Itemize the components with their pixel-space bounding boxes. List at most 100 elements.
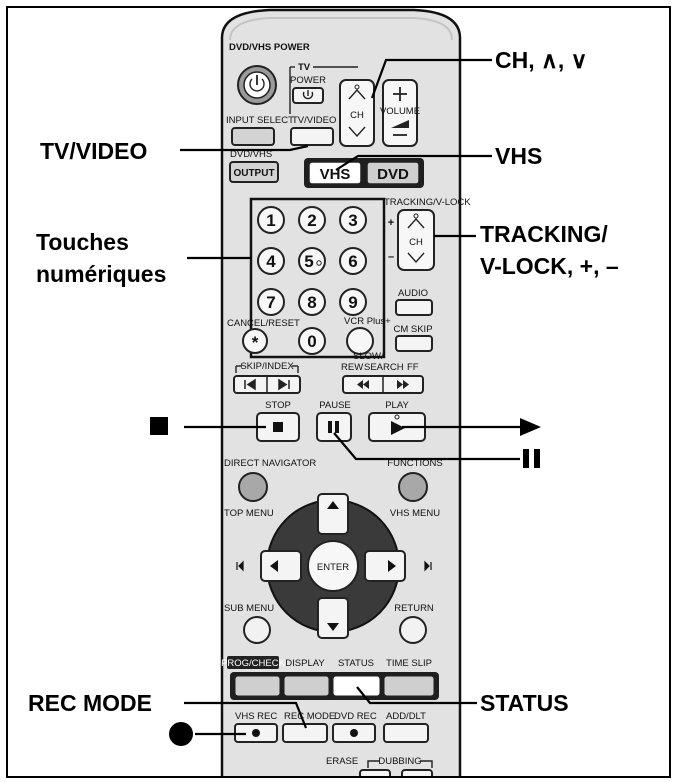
cancel-button[interactable]: * [242,328,268,354]
status-button[interactable] [332,675,381,697]
dpad-right[interactable] [364,550,406,582]
digit-key-6[interactable]: 6 [339,247,367,275]
return-button[interactable] [399,616,427,644]
display-button[interactable] [283,675,330,697]
functions-label: FUNCTIONS [387,458,442,469]
dpad-up[interactable] [317,493,349,535]
leader-ch [370,58,492,99]
play-label: PLAY [385,400,409,411]
callout-tv-video: TV/VIDEO [40,138,147,164]
vhs-button[interactable]: VHS [308,161,362,185]
direct-navigator-button[interactable] [238,472,268,502]
play-symbol [520,418,541,436]
dvd-vhs-label: DVD/VHS [230,149,272,160]
enter-button[interactable]: ENTER [307,540,359,592]
leader-tv-video [180,144,309,152]
digit-key-3[interactable]: 3 [339,206,367,234]
pause-label: PAUSE [319,400,351,411]
vcr-plus-button[interactable] [346,327,374,355]
callout-numeric-line2: numériques [36,261,166,287]
digit-key-1[interactable]: 1 [257,206,285,234]
dvd-rec-label: DVD REC [334,711,377,722]
prog-check-label: PROG/CHECK [221,658,286,669]
dubbing-label: DUBBING [378,756,421,767]
search-label: SEARCH [364,362,404,373]
digit-key-4[interactable]: 4 [257,247,285,275]
add-dlt-button[interactable] [383,723,429,743]
input-select-label: INPUT SELECT [226,115,294,126]
svg-text:*: * [252,333,259,352]
volume-rocker[interactable]: VOLUME [380,79,420,147]
return-label: RETURN [394,603,434,614]
digit-key-0[interactable]: 0 [298,327,326,355]
pause-symbol-bar-right [534,449,540,468]
leader-pause [333,432,520,461]
digit-key-8[interactable]: 8 [298,288,326,316]
status-label: STATUS [338,658,374,669]
skip-buttons[interactable] [233,375,301,394]
svg-text:–: – [388,251,394,263]
callout-tracking-line2: V-LOCK, +, – [480,253,619,279]
tv-channel-rocker[interactable]: CH [339,79,375,147]
sub-menu-button[interactable] [243,616,271,644]
step-back-icon [236,560,244,572]
numeric-keypad-frame [249,197,386,359]
stop-symbol [150,417,168,435]
svg-text:9: 9 [348,293,357,312]
prog-check-button[interactable] [234,675,281,697]
svg-text:4: 4 [266,252,276,271]
ff-label: FF [407,362,419,373]
input-select-button[interactable] [231,127,275,146]
svg-text:7: 7 [266,293,275,312]
svg-text:2: 2 [307,211,316,230]
dvd-rec-button[interactable] [332,723,376,743]
tv-label: TV [298,62,311,73]
rew-ff-buttons[interactable] [342,375,424,394]
vhs-rec-label: VHS REC [235,711,277,722]
tv-power-button[interactable] [292,87,324,104]
dvd-button[interactable]: DVD [366,161,420,185]
time-slip-button[interactable] [383,675,435,697]
callout-rec-mode: REC MODE [28,690,152,716]
functions-button[interactable] [398,472,428,502]
prog-check-badge [227,656,279,669]
stop-label: STOP [265,400,291,411]
time-slip-label: TIME SLIP [386,658,432,669]
tv-video-button[interactable] [290,127,334,146]
svg-text:6: 6 [348,252,357,271]
dpad-down[interactable] [317,597,349,639]
digit-key-5[interactable]: 5 [298,247,326,275]
power-button[interactable] [237,65,277,105]
volume-label: VOLUME [380,106,420,117]
dpad-left[interactable] [260,550,302,582]
digit-key-2[interactable]: 2 [298,206,326,234]
direct-navigator-label: DIRECT NAVIGATOR [224,458,316,469]
play-button[interactable] [368,412,426,442]
digit-key-7[interactable]: 7 [257,288,285,316]
display-label: DISPLAY [285,658,325,669]
callout-tracking-line1: TRACKING/ [480,221,608,247]
output-button[interactable]: OUTPUT [229,161,279,183]
vhs-menu-label: VHS MENU [390,508,440,519]
digit-key-9[interactable]: 9 [339,288,367,316]
remote-diagram: DVD/VHS POWER TV POWER CH VOLUME INPUT S… [28,8,619,778]
record-symbol [169,722,193,746]
sub-menu-label: SUB MENU [224,603,274,614]
cancel-label: CANCEL/RESET [227,318,300,329]
audio-button[interactable] [395,299,433,316]
skip-index-label: SKIP/INDEX [240,361,294,372]
add-dlt-label: ADD/DLT [386,711,426,722]
erase-label: ERASE [326,756,358,767]
figure-frame: DVD/VHS POWER TV POWER CH VOLUME INPUT S… [6,6,671,778]
power-label: DVD/VHS POWER [229,42,310,53]
dubbing-right-button[interactable] [401,769,433,778]
dubbing-left-button[interactable] [359,769,391,778]
tracking-rocker[interactable]: CH [397,209,435,271]
callout-vhs: VHS [495,143,542,169]
pause-button[interactable] [316,412,352,442]
cm-skip-button[interactable] [395,335,433,352]
svg-text:5: 5 [304,252,313,271]
svg-text:OUTPUT: OUTPUT [233,168,274,179]
cm-skip-label: CM SKIP [393,324,432,335]
tv-video-label: TV/VIDEO [292,115,336,126]
